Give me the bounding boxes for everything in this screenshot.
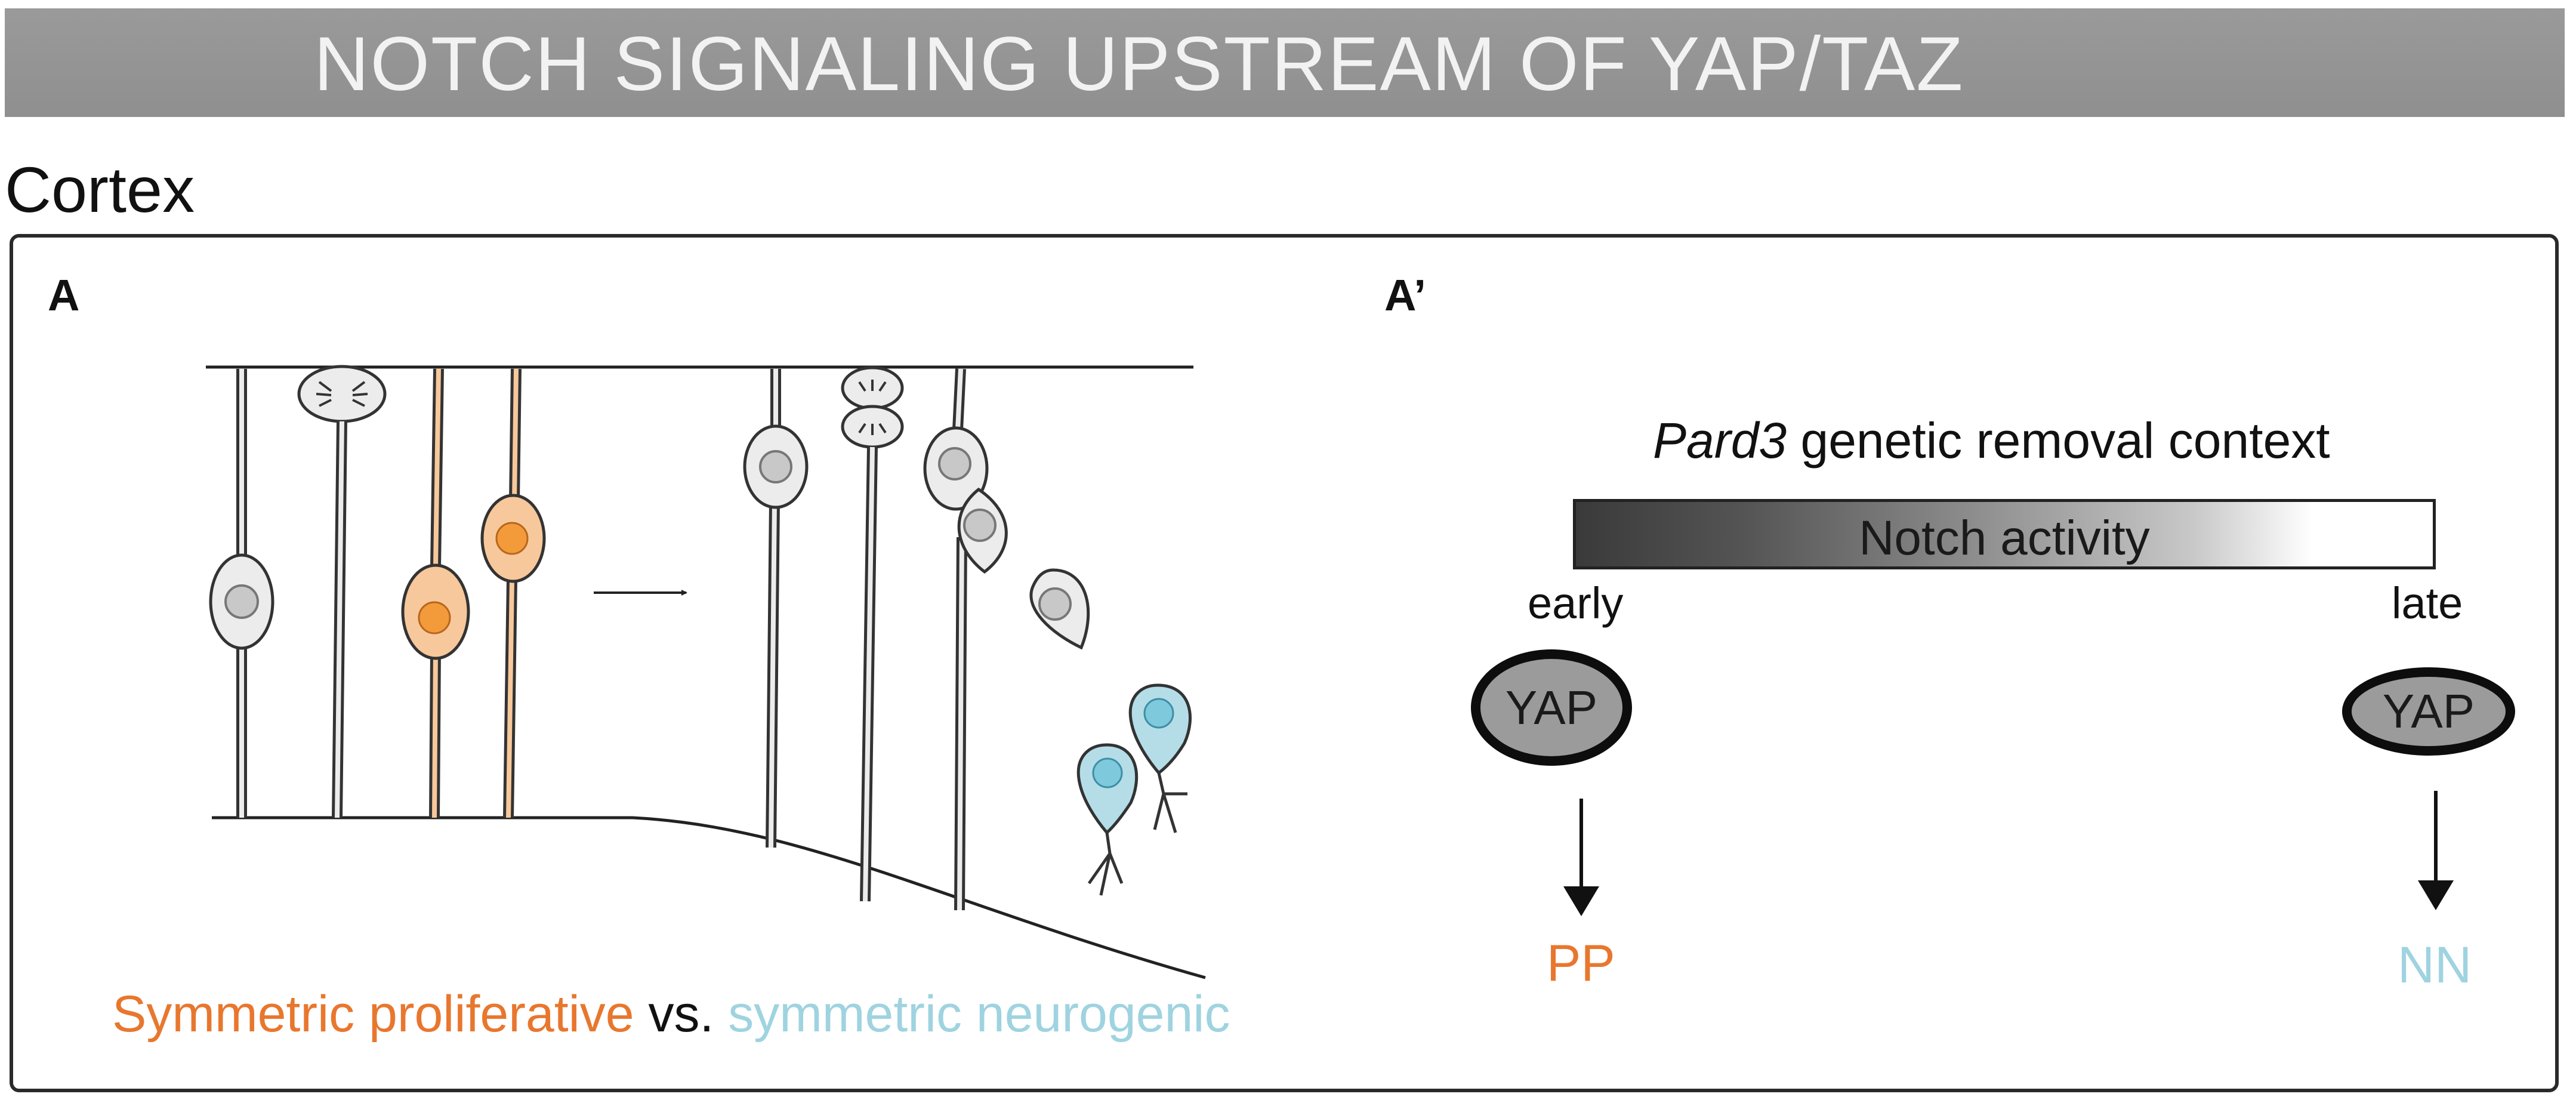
neuron-cell-blue <box>1128 683 1192 833</box>
context-label: Pard3 genetic removal context <box>1653 412 2330 470</box>
progenitor-cell-gray <box>923 368 1008 911</box>
notch-activity-gradient-bar: Notch activity <box>1573 499 2436 569</box>
late-label: late <box>2392 578 2463 628</box>
progenitor-cell-orange <box>480 368 546 818</box>
panel-a-caption: Symmetric proliferative vs. symmetric ne… <box>112 985 1230 1044</box>
caption-proliferative: Symmetric proliferative <box>112 985 634 1043</box>
section-title: Cortex <box>5 153 195 226</box>
progenitor-cell-orange <box>401 368 470 818</box>
figure-frame <box>10 234 2559 1092</box>
outcome-pp: PP <box>1547 935 1615 992</box>
title-banner: NOTCH SIGNALING UPSTREAM OF YAP/TAZ <box>5 8 2565 117</box>
mitotic-cell <box>297 365 387 818</box>
yap-early-node: YAP <box>1471 649 1632 766</box>
mitotic-cell <box>841 366 904 902</box>
caption-neurogenic: symmetric neurogenic <box>728 985 1230 1043</box>
progenitor-cell-gray <box>743 369 809 848</box>
yap-late-node: YAP <box>2342 667 2515 756</box>
banner-title: NOTCH SIGNALING UPSTREAM OF YAP/TAZ <box>314 21 1964 107</box>
context-rest: genetic removal context <box>1787 412 2330 469</box>
outcome-nn: NN <box>2398 936 2472 994</box>
progenitor-cell-gray <box>209 369 274 818</box>
notch-activity-label: Notch activity <box>1859 511 2150 565</box>
basal-surface-curve <box>212 816 1206 979</box>
caption-vs: vs. <box>648 985 714 1043</box>
panel-a-prime-label: A’ <box>1384 270 1426 320</box>
migrating-cell-gray <box>1029 568 1090 650</box>
gene-name: Pard3 <box>1653 412 1787 469</box>
neuron-cell-blue <box>1076 743 1139 896</box>
early-label: early <box>1528 578 1624 628</box>
panel-a-label: A <box>48 270 80 320</box>
